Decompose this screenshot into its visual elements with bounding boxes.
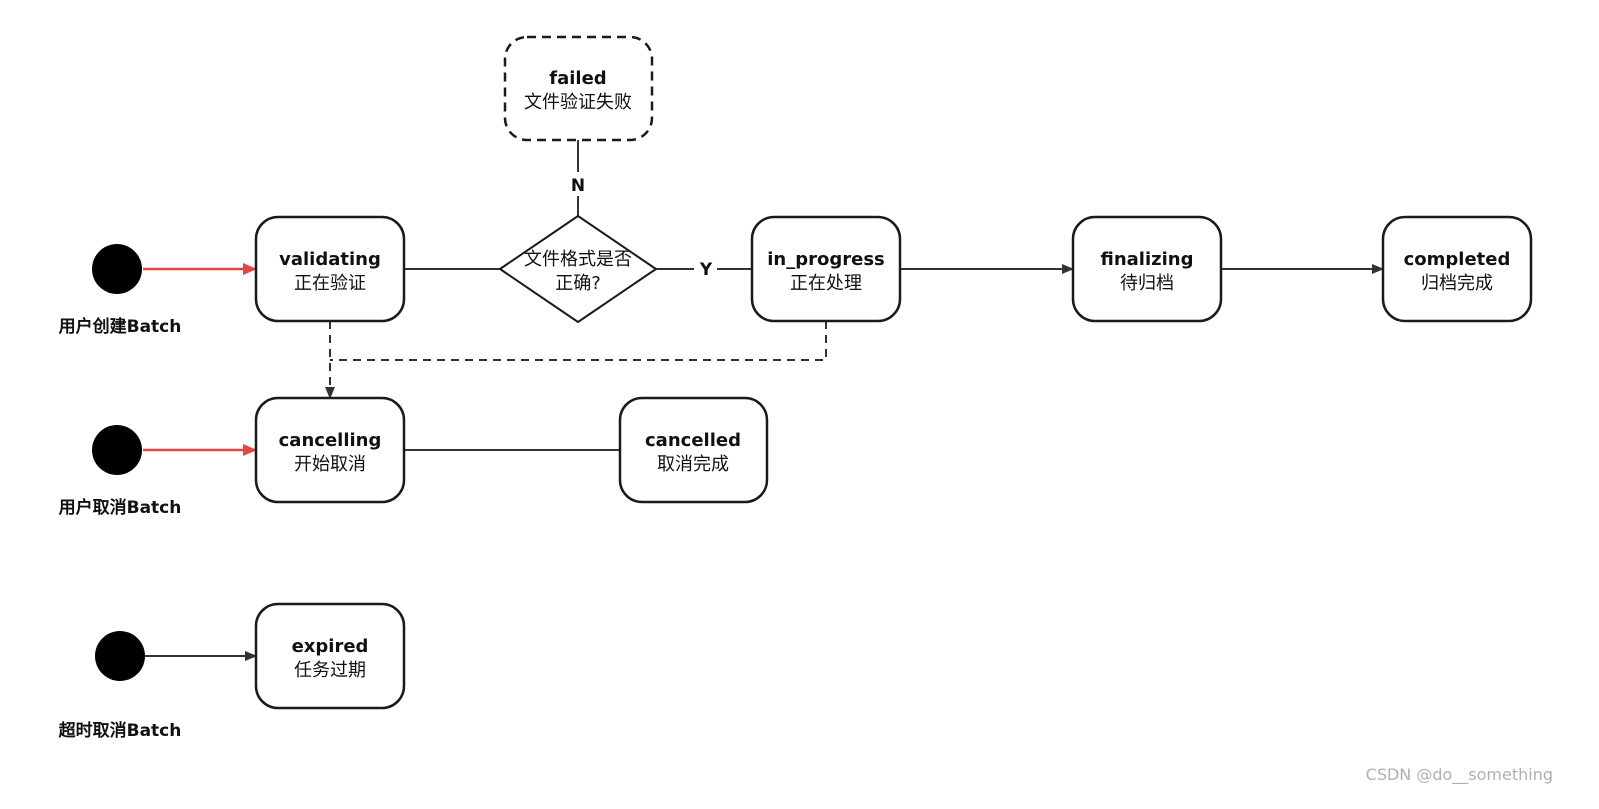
- state-cancelled-title: cancelled: [645, 430, 741, 451]
- state-validating-title: validating: [279, 249, 381, 270]
- state-validating-subtitle: 正在验证: [294, 273, 366, 294]
- state-finalizing-title: finalizing: [1101, 249, 1194, 270]
- state-completed: completed 归档完成: [1381, 215, 1533, 323]
- decision-line-2: 正确?: [555, 273, 601, 294]
- state-completed-title: completed: [1404, 249, 1511, 270]
- state-cancelled-subtitle: 取消完成: [657, 454, 729, 475]
- state-expired-subtitle: 任务过期: [294, 660, 366, 681]
- state-in-progress: in_progress 正在处理: [750, 215, 902, 323]
- start-node-timeout: [95, 631, 145, 681]
- state-expired-title: expired: [292, 636, 369, 657]
- state-cancelling-subtitle: 开始取消: [294, 454, 366, 475]
- edge-label-yes: Y: [699, 260, 713, 280]
- start-node-create: [92, 244, 142, 294]
- state-in-progress-subtitle: 正在处理: [790, 273, 862, 294]
- state-validating: validating 正在验证: [254, 215, 406, 323]
- start-label-create: 用户创建Batch: [59, 316, 182, 337]
- state-cancelled: cancelled 取消完成: [618, 396, 769, 504]
- start-label-cancel: 用户取消Batch: [59, 497, 182, 518]
- state-cancelling: cancelling 开始取消: [254, 396, 406, 504]
- edge-label-no: N: [571, 176, 585, 196]
- state-cancelling-title: cancelling: [279, 430, 382, 451]
- state-completed-subtitle: 归档完成: [1421, 273, 1493, 294]
- state-failed: failed 文件验证失败: [503, 35, 654, 142]
- decision-file-format: 文件格式是否 正确?: [498, 214, 658, 324]
- state-finalizing: finalizing 待归档: [1071, 215, 1223, 323]
- state-failed-subtitle: 文件验证失败: [524, 92, 632, 113]
- state-in-progress-title: in_progress: [767, 249, 885, 270]
- start-node-cancel: [92, 425, 142, 475]
- state-failed-title: failed: [549, 68, 606, 89]
- watermark: CSDN @do__something: [1366, 765, 1553, 785]
- decision-line-1: 文件格式是否: [524, 249, 632, 270]
- state-expired: expired 任务过期: [254, 602, 406, 710]
- start-label-timeout: 超时取消Batch: [59, 720, 182, 741]
- state-finalizing-subtitle: 待归档: [1120, 273, 1174, 294]
- edge-in-progress-to-cancelling: [330, 321, 827, 361]
